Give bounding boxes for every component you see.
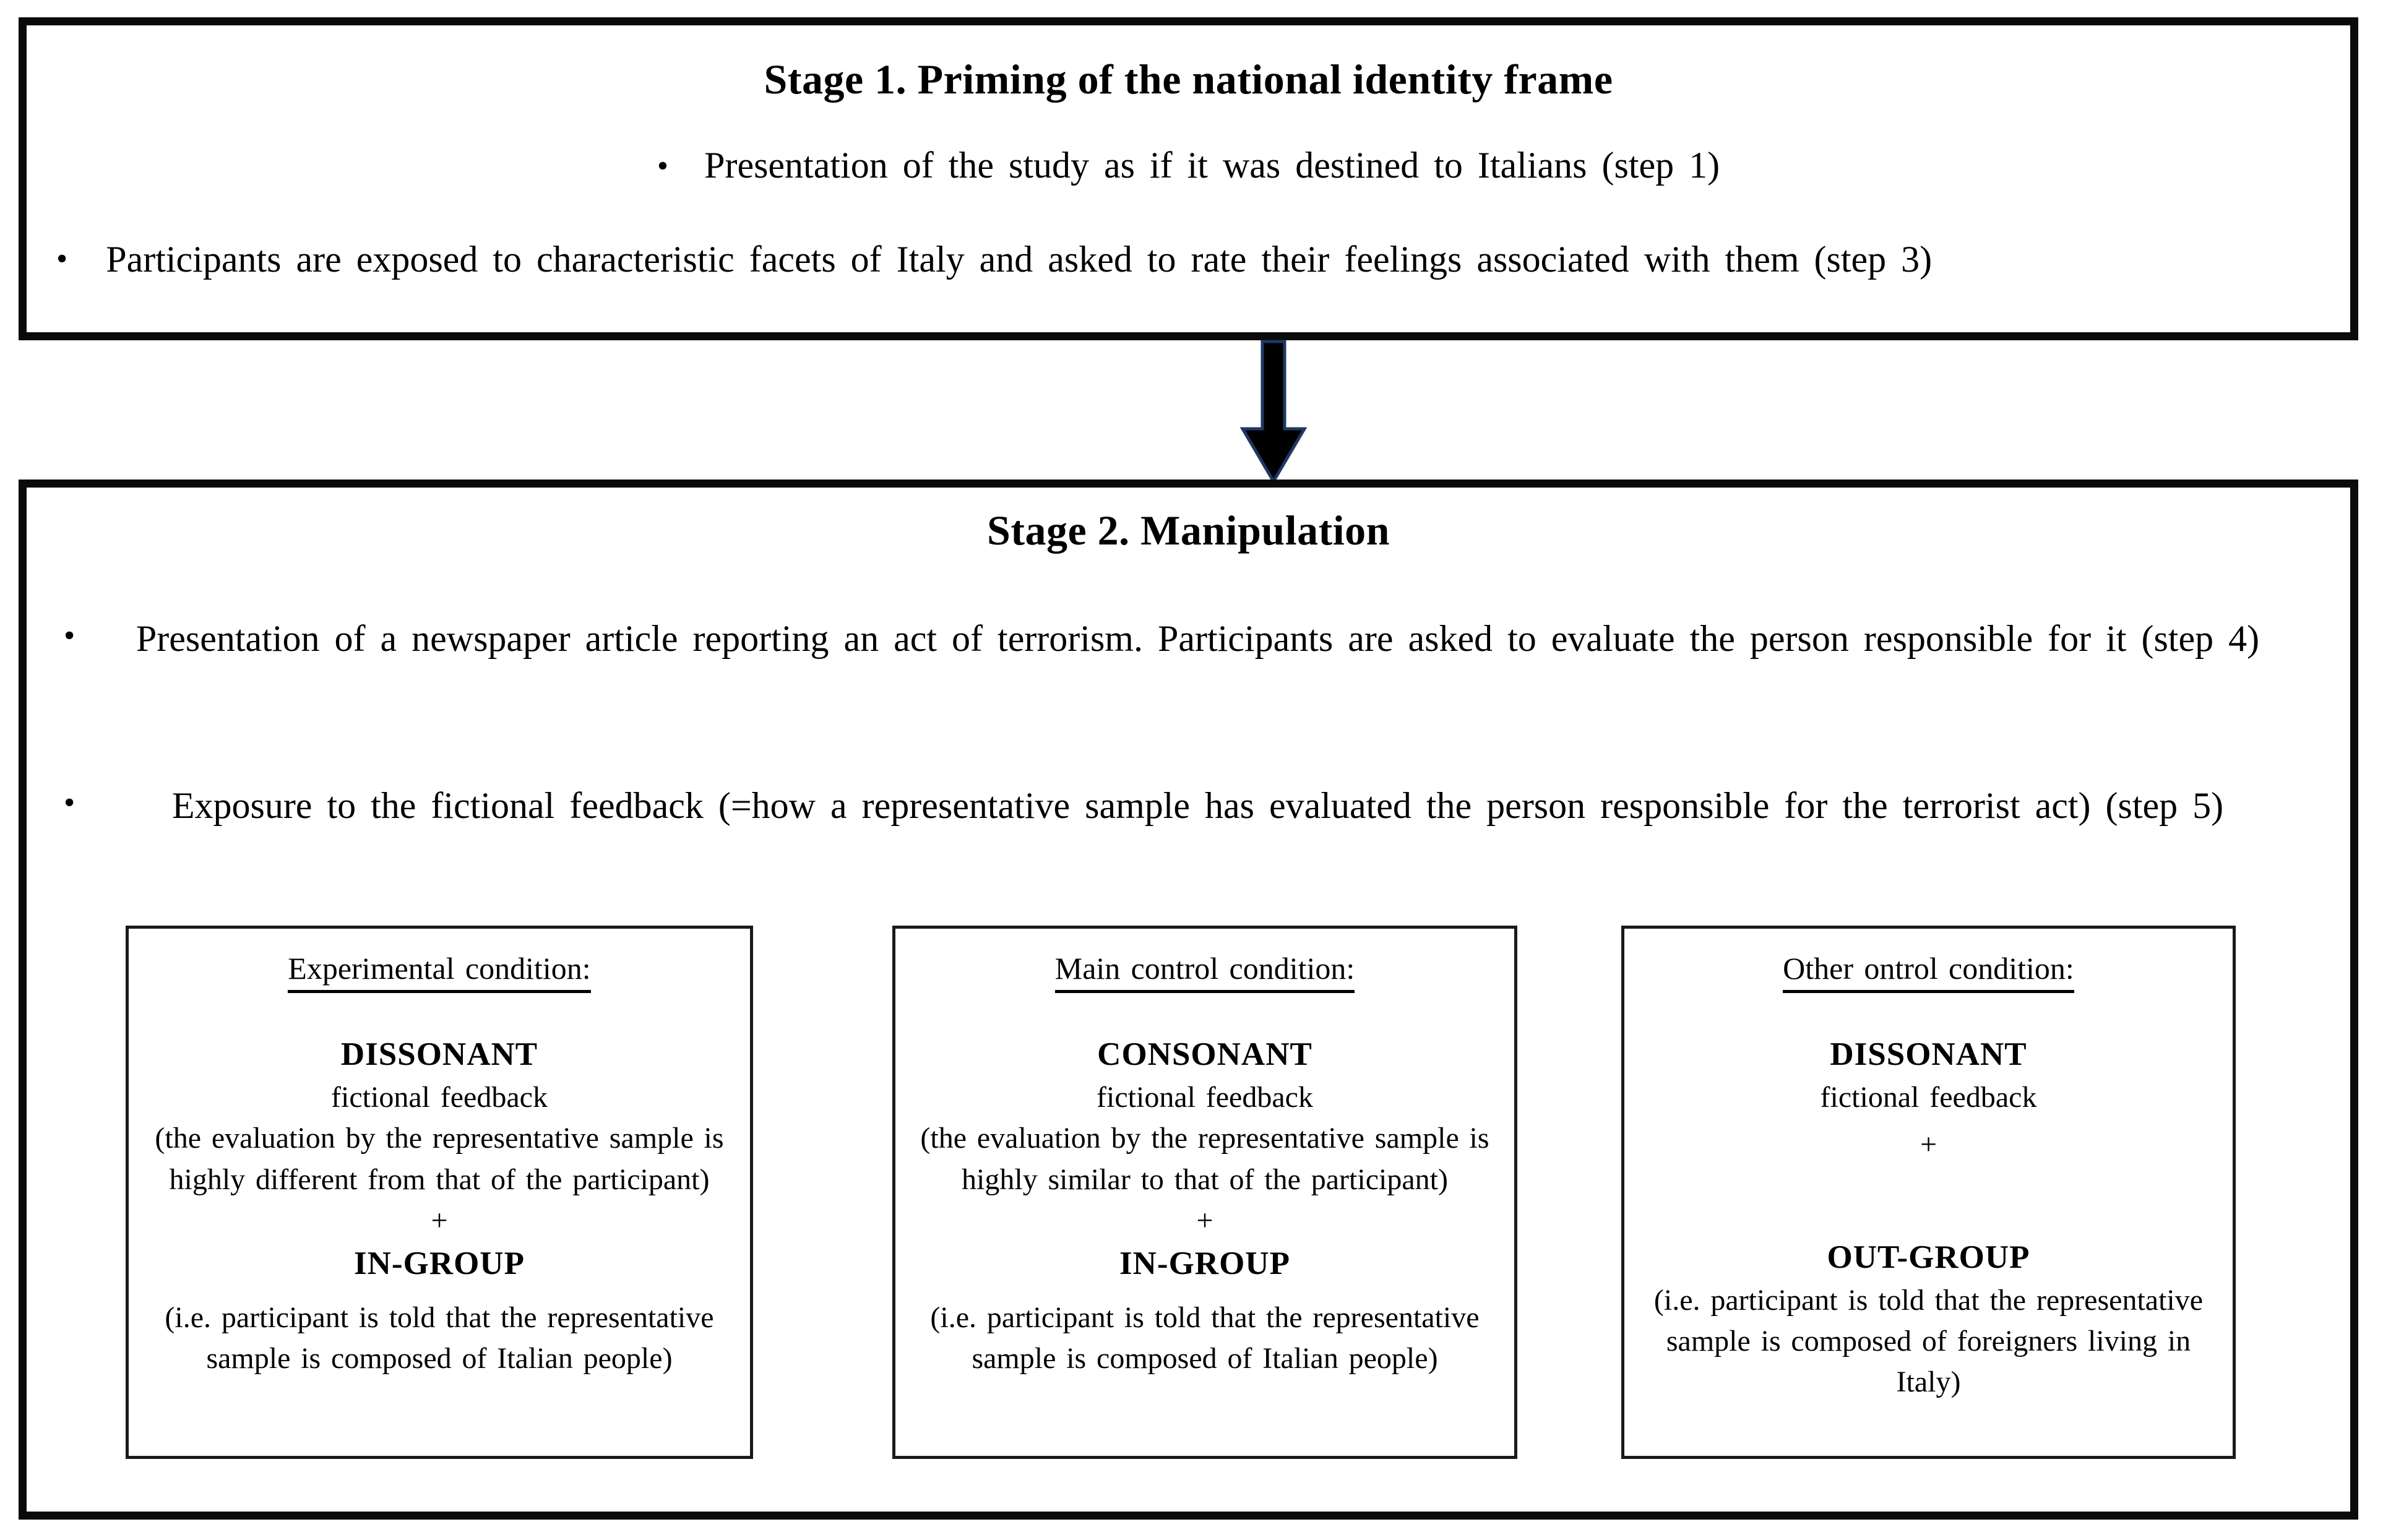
group-note: (i.e. participant is told that the repre… (165, 1301, 714, 1375)
down-arrow-icon (1239, 340, 1308, 483)
stage2-title: Stage 2. Manipulation (987, 507, 1390, 554)
group-type: IN-GROUP (354, 1245, 525, 1282)
feedback-note: (the evaluation by the representative sa… (155, 1122, 724, 1196)
stage1-bullet-2: • Participants are exposed to characteris… (56, 231, 2325, 288)
feedback-label: fictional feedback (1820, 1081, 2037, 1114)
stage1-bullet-1-text: Presentation of the study as if it was d… (704, 145, 1720, 186)
condition-box-experimental: Experimental condition: DISSONANT fictio… (126, 926, 753, 1459)
plus-sign: + (1920, 1128, 1937, 1161)
condition-body: CONSONANT fictional feedback (the evalua… (895, 1032, 1514, 1380)
feedback-label: fictional feedback (331, 1081, 548, 1114)
stage1-bullet-1: • Presentation of the study as if it was … (27, 137, 2350, 194)
bullet-icon: • (657, 148, 669, 184)
group-note: (i.e. participant is told that the repre… (930, 1301, 1480, 1375)
group-type: IN-GROUP (1119, 1245, 1290, 1282)
stage2-bullet-1: • Presentation of a newspaper article re… (27, 610, 2350, 668)
stage1-box: Stage 1. Priming of the national identit… (19, 17, 2358, 340)
plus-sign: + (1196, 1203, 1213, 1237)
condition-box-other-control: Other ontrol condition: DISSONANT fictio… (1621, 926, 2236, 1459)
condition-title-text: Other ontrol condition: (1783, 951, 2074, 993)
bullet-icon: • (56, 241, 68, 277)
feedback-type: CONSONANT (1097, 1036, 1312, 1072)
group-type: OUT-GROUP (1827, 1239, 2030, 1275)
stage2-bullet-2: • Exposure to the fictional feedback (=h… (27, 777, 2350, 835)
feedback-type: DISSONANT (1830, 1036, 2027, 1072)
stage1-title: Stage 1. Priming of the national identit… (764, 56, 1613, 103)
bullet-icon: • (64, 785, 75, 820)
condition-title-text: Main control condition: (1054, 951, 1355, 993)
group-note: (i.e. participant is told that the repre… (1653, 1283, 2204, 1399)
condition-body: DISSONANT fictional feedback (the evalua… (129, 1032, 750, 1380)
condition-title-text: Experimental condition: (288, 951, 591, 993)
condition-title: Other ontrol condition: (1624, 947, 2233, 993)
stage2-bullet-1-text: Presentation of a newspaper article repo… (136, 618, 2260, 659)
condition-body: DISSONANT fictional feedback + OUT-GROUP… (1624, 1032, 2233, 1403)
stage2-box: Stage 2. Manipulation • Presentation of … (19, 480, 2358, 1520)
plus-sign: + (431, 1203, 448, 1237)
stage1-bullet-2-text: Participants are exposed to characterist… (106, 239, 1933, 280)
feedback-label: fictional feedback (1097, 1081, 1313, 1114)
condition-title: Main control condition: (895, 947, 1514, 993)
condition-title: Experimental condition: (129, 947, 750, 993)
bullet-icon: • (64, 618, 75, 653)
feedback-type: DISSONANT (340, 1036, 538, 1072)
condition-box-main-control: Main control condition: CONSONANT fictio… (892, 926, 1517, 1459)
feedback-note: (the evaluation by the representative sa… (920, 1122, 1489, 1196)
stage2-bullet-2-text: Exposure to the fictional feedback (=how… (171, 785, 2224, 826)
